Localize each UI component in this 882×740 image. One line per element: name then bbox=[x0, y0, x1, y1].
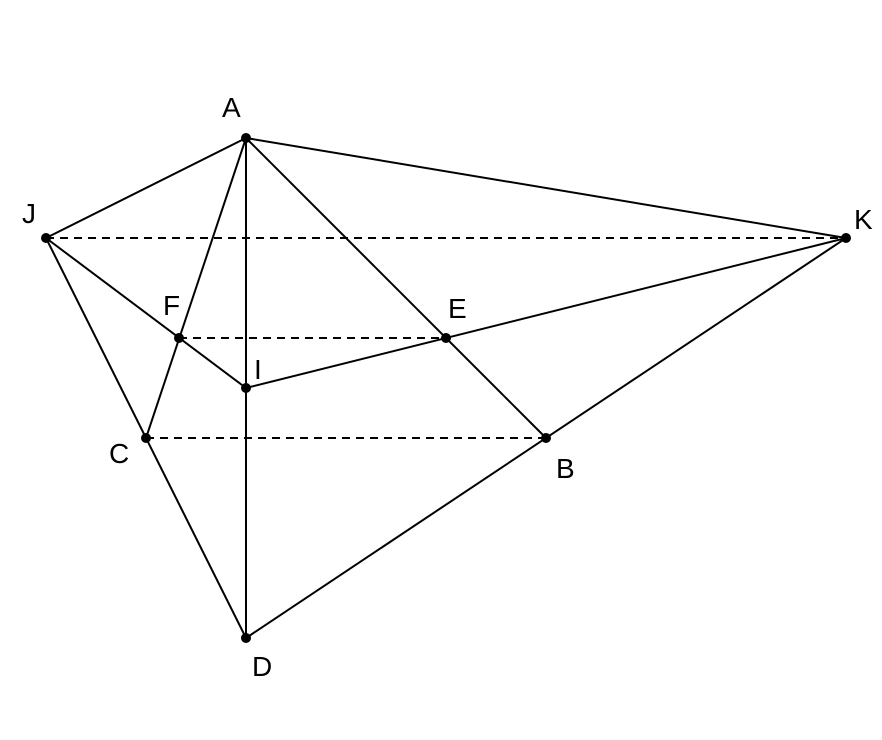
points-layer bbox=[41, 133, 851, 643]
point-label-J: J bbox=[22, 198, 36, 229]
labels-layer: A B C D E F I J K bbox=[22, 92, 873, 682]
point-E bbox=[441, 333, 451, 343]
point-label-I: I bbox=[254, 354, 262, 385]
segment-JI bbox=[45, 237, 247, 389]
point-label-K: K bbox=[854, 204, 873, 235]
point-label-A: A bbox=[222, 92, 241, 123]
point-label-B: B bbox=[556, 453, 575, 484]
segment-AB bbox=[245, 137, 547, 439]
segment-AK bbox=[245, 137, 847, 239]
segment-AC bbox=[145, 137, 247, 439]
point-C bbox=[141, 433, 151, 443]
segment-IK bbox=[245, 237, 847, 389]
point-label-C: C bbox=[109, 438, 129, 469]
point-A bbox=[241, 133, 251, 143]
point-D bbox=[241, 633, 251, 643]
segment-AJ bbox=[45, 137, 247, 239]
point-label-F: F bbox=[163, 290, 180, 321]
segments-layer bbox=[45, 137, 847, 639]
point-label-E: E bbox=[448, 293, 467, 324]
point-K bbox=[841, 233, 851, 243]
point-J bbox=[41, 233, 51, 243]
point-label-D: D bbox=[252, 651, 272, 682]
point-F bbox=[174, 333, 184, 343]
point-I bbox=[241, 383, 251, 393]
point-B bbox=[541, 433, 551, 443]
